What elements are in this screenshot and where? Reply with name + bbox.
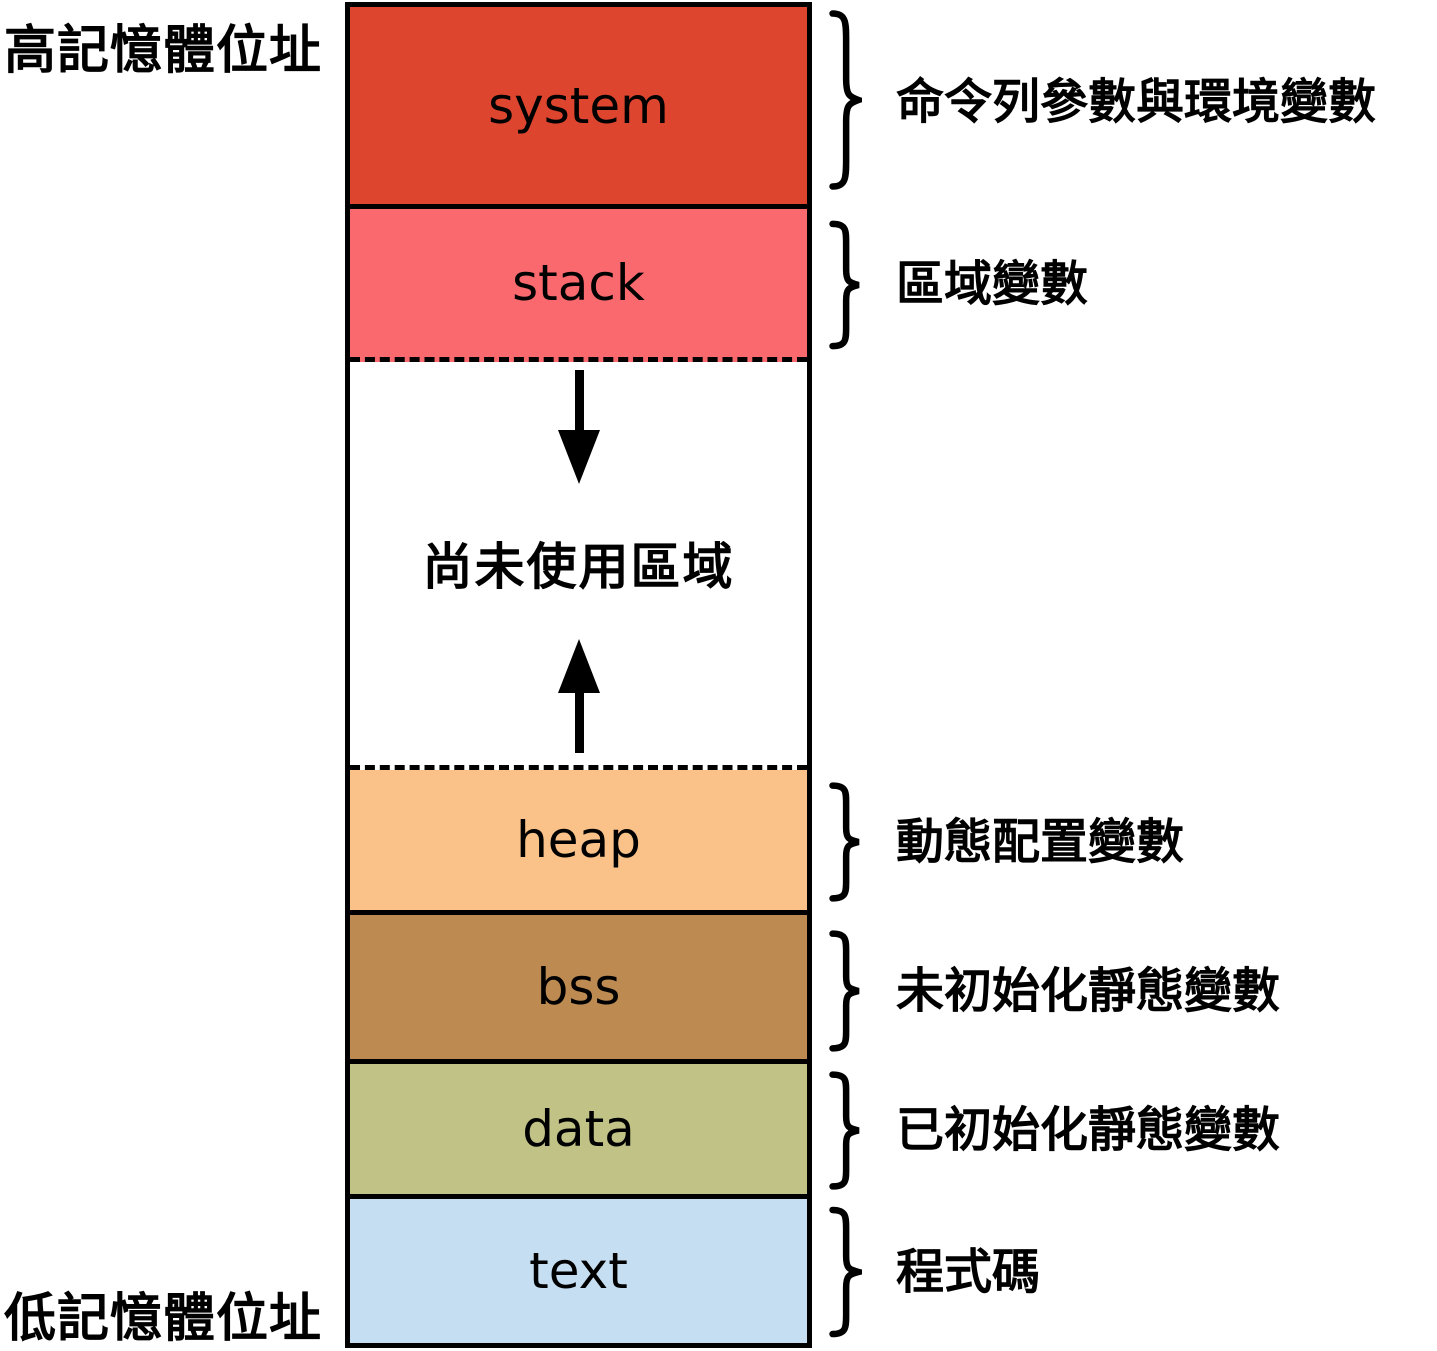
annotation-data: 已初始化靜態變數 bbox=[896, 1102, 1281, 1158]
segment-heap-label: heap bbox=[516, 810, 641, 869]
brace-heap-icon bbox=[828, 782, 862, 902]
low-memory-address-label: 低記憶體位址 bbox=[4, 1289, 323, 1349]
segment-data-label: data bbox=[522, 1099, 635, 1158]
brace-stack-icon bbox=[828, 220, 862, 350]
brace-system-icon bbox=[828, 8, 862, 192]
segment-stack-label: stack bbox=[512, 253, 645, 312]
segment-heap: heap bbox=[350, 770, 807, 915]
memory-column: system stack 尚未使用區域 heap bbox=[345, 2, 812, 1348]
segment-system-label: system bbox=[488, 76, 669, 135]
annotation-stack: 區域變數 bbox=[896, 256, 1089, 312]
brace-data-icon bbox=[828, 1071, 862, 1190]
heap-growth-arrow-up-icon bbox=[556, 637, 602, 757]
annotation-heap: 動態配置變數 bbox=[896, 814, 1185, 870]
segment-text-label: text bbox=[529, 1241, 628, 1300]
segment-bss-label: bss bbox=[536, 957, 621, 1016]
segment-unused-region: 尚未使用區域 bbox=[350, 361, 807, 771]
segment-data: data bbox=[350, 1064, 807, 1199]
brace-bss-icon bbox=[828, 930, 862, 1052]
stack-growth-arrow-down-icon bbox=[556, 369, 602, 490]
annotation-system: 命令列參數與環境變數 bbox=[896, 74, 1377, 130]
annotation-bss: 未初始化靜態變數 bbox=[896, 963, 1281, 1019]
segment-system: system bbox=[350, 7, 807, 210]
brace-text-icon bbox=[828, 1206, 862, 1338]
segment-bss: bss bbox=[350, 914, 807, 1065]
high-memory-address-label: 高記憶體位址 bbox=[4, 21, 323, 81]
segment-text: text bbox=[350, 1198, 807, 1348]
unused-region-label: 尚未使用區域 bbox=[422, 538, 735, 597]
annotation-text: 程式碼 bbox=[896, 1244, 1041, 1300]
segment-stack: stack bbox=[350, 209, 807, 362]
